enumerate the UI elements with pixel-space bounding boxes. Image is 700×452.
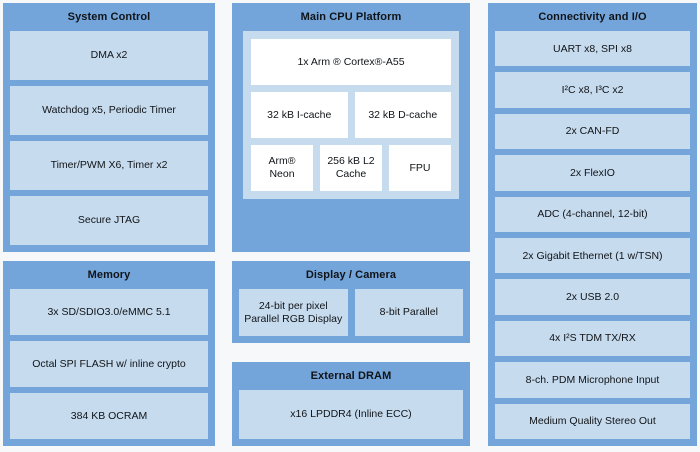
- connectivity-item-adc[interactable]: ADC (4-channel, 12-bit): [495, 196, 690, 233]
- cpu-row-accelerators: Arm® Neon 256 kB L2 Cache FPU: [251, 145, 451, 191]
- connectivity-item-stereo-out[interactable]: Medium Quality Stereo Out: [495, 403, 690, 440]
- memory-item-sd-sdio-emmc[interactable]: 3x SD/SDIO3.0/eMMC 5.1: [10, 289, 208, 335]
- panel-main-cpu-platform: Main CPU Platform 1x Arm ® Cortex®-A55 3…: [232, 3, 470, 252]
- connectivity-item-list: UART x8, SPI x8 I²C x8, I³C x2 2x CAN-FD…: [488, 31, 697, 446]
- cpu-box-d-cache[interactable]: 32 kB D-cache: [354, 92, 451, 138]
- panel-system-control: System Control DMA x2 Watchdog x5, Perio…: [3, 3, 215, 252]
- cpu-row-l1-cache: 32 kB I-cache 32 kB D-cache: [251, 92, 451, 138]
- panel-display-camera: Display / Camera 24-bit per pixel Parall…: [232, 261, 470, 343]
- system-control-item-list: DMA x2 Watchdog x5, Periodic Timer Timer…: [3, 31, 215, 252]
- cpu-box-cortex-a55[interactable]: 1x Arm ® Cortex®-A55: [251, 39, 451, 85]
- panel-external-dram: External DRAM x16 LPDDR4 (Inline ECC): [232, 362, 470, 446]
- connectivity-item-can-fd[interactable]: 2x CAN-FD: [495, 113, 690, 150]
- panel-title-memory: Memory: [87, 269, 131, 281]
- panel-memory: Memory 3x SD/SDIO3.0/eMMC 5.1 Octal SPI …: [3, 261, 215, 446]
- system-control-item-timer-pwm[interactable]: Timer/PWM X6, Timer x2: [10, 141, 208, 190]
- panel-title-external-dram: External DRAM: [310, 370, 392, 382]
- connectivity-item-flexio[interactable]: 2x FlexIO: [495, 155, 690, 191]
- memory-item-ocram[interactable]: 384 KB OCRAM: [10, 393, 208, 439]
- connectivity-item-uart-spi[interactable]: UART x8, SPI x8: [495, 31, 690, 67]
- panel-title-system-control: System Control: [67, 11, 151, 23]
- cpu-box-fpu[interactable]: FPU: [389, 145, 451, 191]
- connectivity-item-gigabit-ethernet[interactable]: 2x Gigabit Ethernet (1 w/TSN): [495, 238, 690, 274]
- panel-title-display-camera: Display / Camera: [305, 269, 397, 281]
- system-control-item-dma[interactable]: DMA x2: [10, 31, 208, 80]
- display-camera-item-8bit-parallel[interactable]: 8-bit Parallel: [354, 289, 463, 336]
- connectivity-item-i2s-tdm[interactable]: 4x I²S TDM TX/RX: [495, 320, 690, 357]
- display-camera-item-rgb-display[interactable]: 24-bit per pixel Parallel RGB Display: [239, 289, 348, 336]
- display-camera-item-list: 24-bit per pixel Parallel RGB Display 8-…: [232, 289, 470, 343]
- memory-item-octal-spi-flash[interactable]: Octal SPI FLASH w/ inline crypto: [10, 341, 208, 387]
- connectivity-item-pdm-microphone[interactable]: 8-ch. PDM Microphone Input: [495, 362, 690, 398]
- system-control-item-secure-jtag[interactable]: Secure JTAG: [10, 196, 208, 245]
- cpu-box-arm-neon[interactable]: Arm® Neon: [251, 145, 313, 191]
- memory-item-list: 3x SD/SDIO3.0/eMMC 5.1 Octal SPI FLASH w…: [3, 289, 215, 446]
- system-control-item-watchdog[interactable]: Watchdog x5, Periodic Timer: [10, 86, 208, 135]
- external-dram-item-lpddr4[interactable]: x16 LPDDR4 (Inline ECC): [239, 390, 463, 439]
- panel-title-connectivity-io: Connectivity and I/O: [538, 11, 647, 23]
- external-dram-item-list: x16 LPDDR4 (Inline ECC): [232, 390, 470, 446]
- cpu-core-container: 1x Arm ® Cortex®-A55 32 kB I-cache 32 kB…: [243, 31, 459, 199]
- cpu-row-core: 1x Arm ® Cortex®-A55: [251, 39, 451, 85]
- connectivity-item-usb[interactable]: 2x USB 2.0: [495, 279, 690, 315]
- panel-connectivity-io: Connectivity and I/O UART x8, SPI x8 I²C…: [488, 3, 697, 446]
- cpu-box-l2-cache[interactable]: 256 kB L2 Cache: [320, 145, 382, 191]
- connectivity-item-i2c-i3c[interactable]: I²C x8, I³C x2: [495, 72, 690, 108]
- panel-title-main-cpu-platform: Main CPU Platform: [300, 11, 402, 23]
- cpu-box-i-cache[interactable]: 32 kB I-cache: [251, 92, 348, 138]
